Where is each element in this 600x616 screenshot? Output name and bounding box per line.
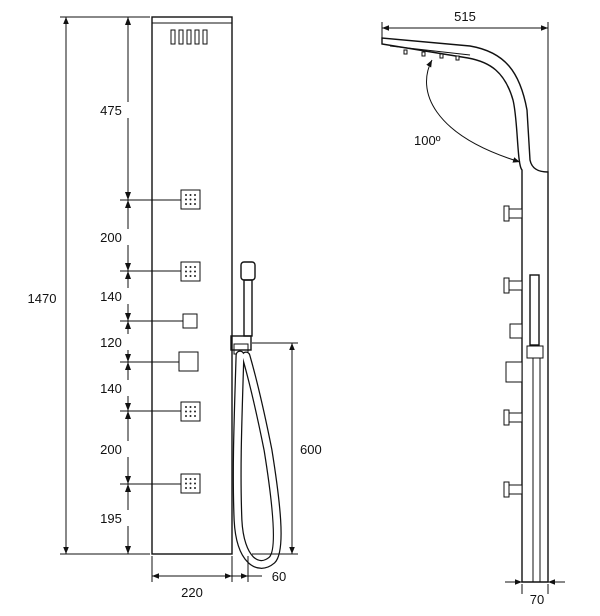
body-jet-4 <box>180 473 201 494</box>
dim-panel-depth: 70 <box>505 579 565 607</box>
diverter-knob <box>182 313 198 329</box>
side-jet-1 <box>503 205 523 222</box>
head-angle-label: 100º <box>414 133 441 148</box>
dim-total-height: 1470 <box>24 16 150 555</box>
dim-segment-chain: 475 200 140 120 140 200 195 <box>98 17 183 554</box>
panel-depth-label: 70 <box>530 592 544 607</box>
body-jet-1 <box>180 189 201 210</box>
top-section-label: 475 <box>100 103 122 118</box>
side-hand-shower <box>526 274 544 582</box>
angle-arc <box>426 59 521 163</box>
shower-hose <box>232 350 282 569</box>
mixer-knob <box>178 351 199 372</box>
rain-head-plate <box>389 45 471 56</box>
side-panel-outline <box>381 37 549 583</box>
bottom-section-label: 195 <box>100 511 122 526</box>
hose-height-label: 600 <box>300 442 322 457</box>
side-diverter-knob <box>509 323 523 339</box>
side-mixer-knob <box>505 361 523 383</box>
head-reach-label: 515 <box>454 9 476 24</box>
body-jet-3 <box>180 401 201 422</box>
side-jet-4 <box>503 481 523 498</box>
dim-head-reach: 515 <box>381 9 549 172</box>
handshower-offset-label: 60 <box>272 569 286 584</box>
front-view: 1470 475 200 <box>24 16 322 600</box>
total-height-label: 1470 <box>28 291 57 306</box>
seg-120-label: 120 <box>100 335 122 350</box>
head-nozzles <box>403 49 460 61</box>
seg-200-b-label: 200 <box>100 442 122 457</box>
panel-body <box>151 16 233 555</box>
panel-width-label: 220 <box>181 585 203 600</box>
hand-shower <box>230 261 256 355</box>
side-jet-2 <box>503 277 523 294</box>
side-view: 100º 515 <box>381 9 565 607</box>
side-jet-3 <box>503 409 523 426</box>
seg-140-a-label: 140 <box>100 289 122 304</box>
seg-200-a-label: 200 <box>100 230 122 245</box>
seg-140-b-label: 140 <box>100 381 122 396</box>
body-jet-2 <box>180 261 201 282</box>
dim-panel-width: 220 60 <box>151 556 286 600</box>
dim-hose-height: 600 <box>252 342 322 555</box>
top-nozzles <box>170 29 208 45</box>
